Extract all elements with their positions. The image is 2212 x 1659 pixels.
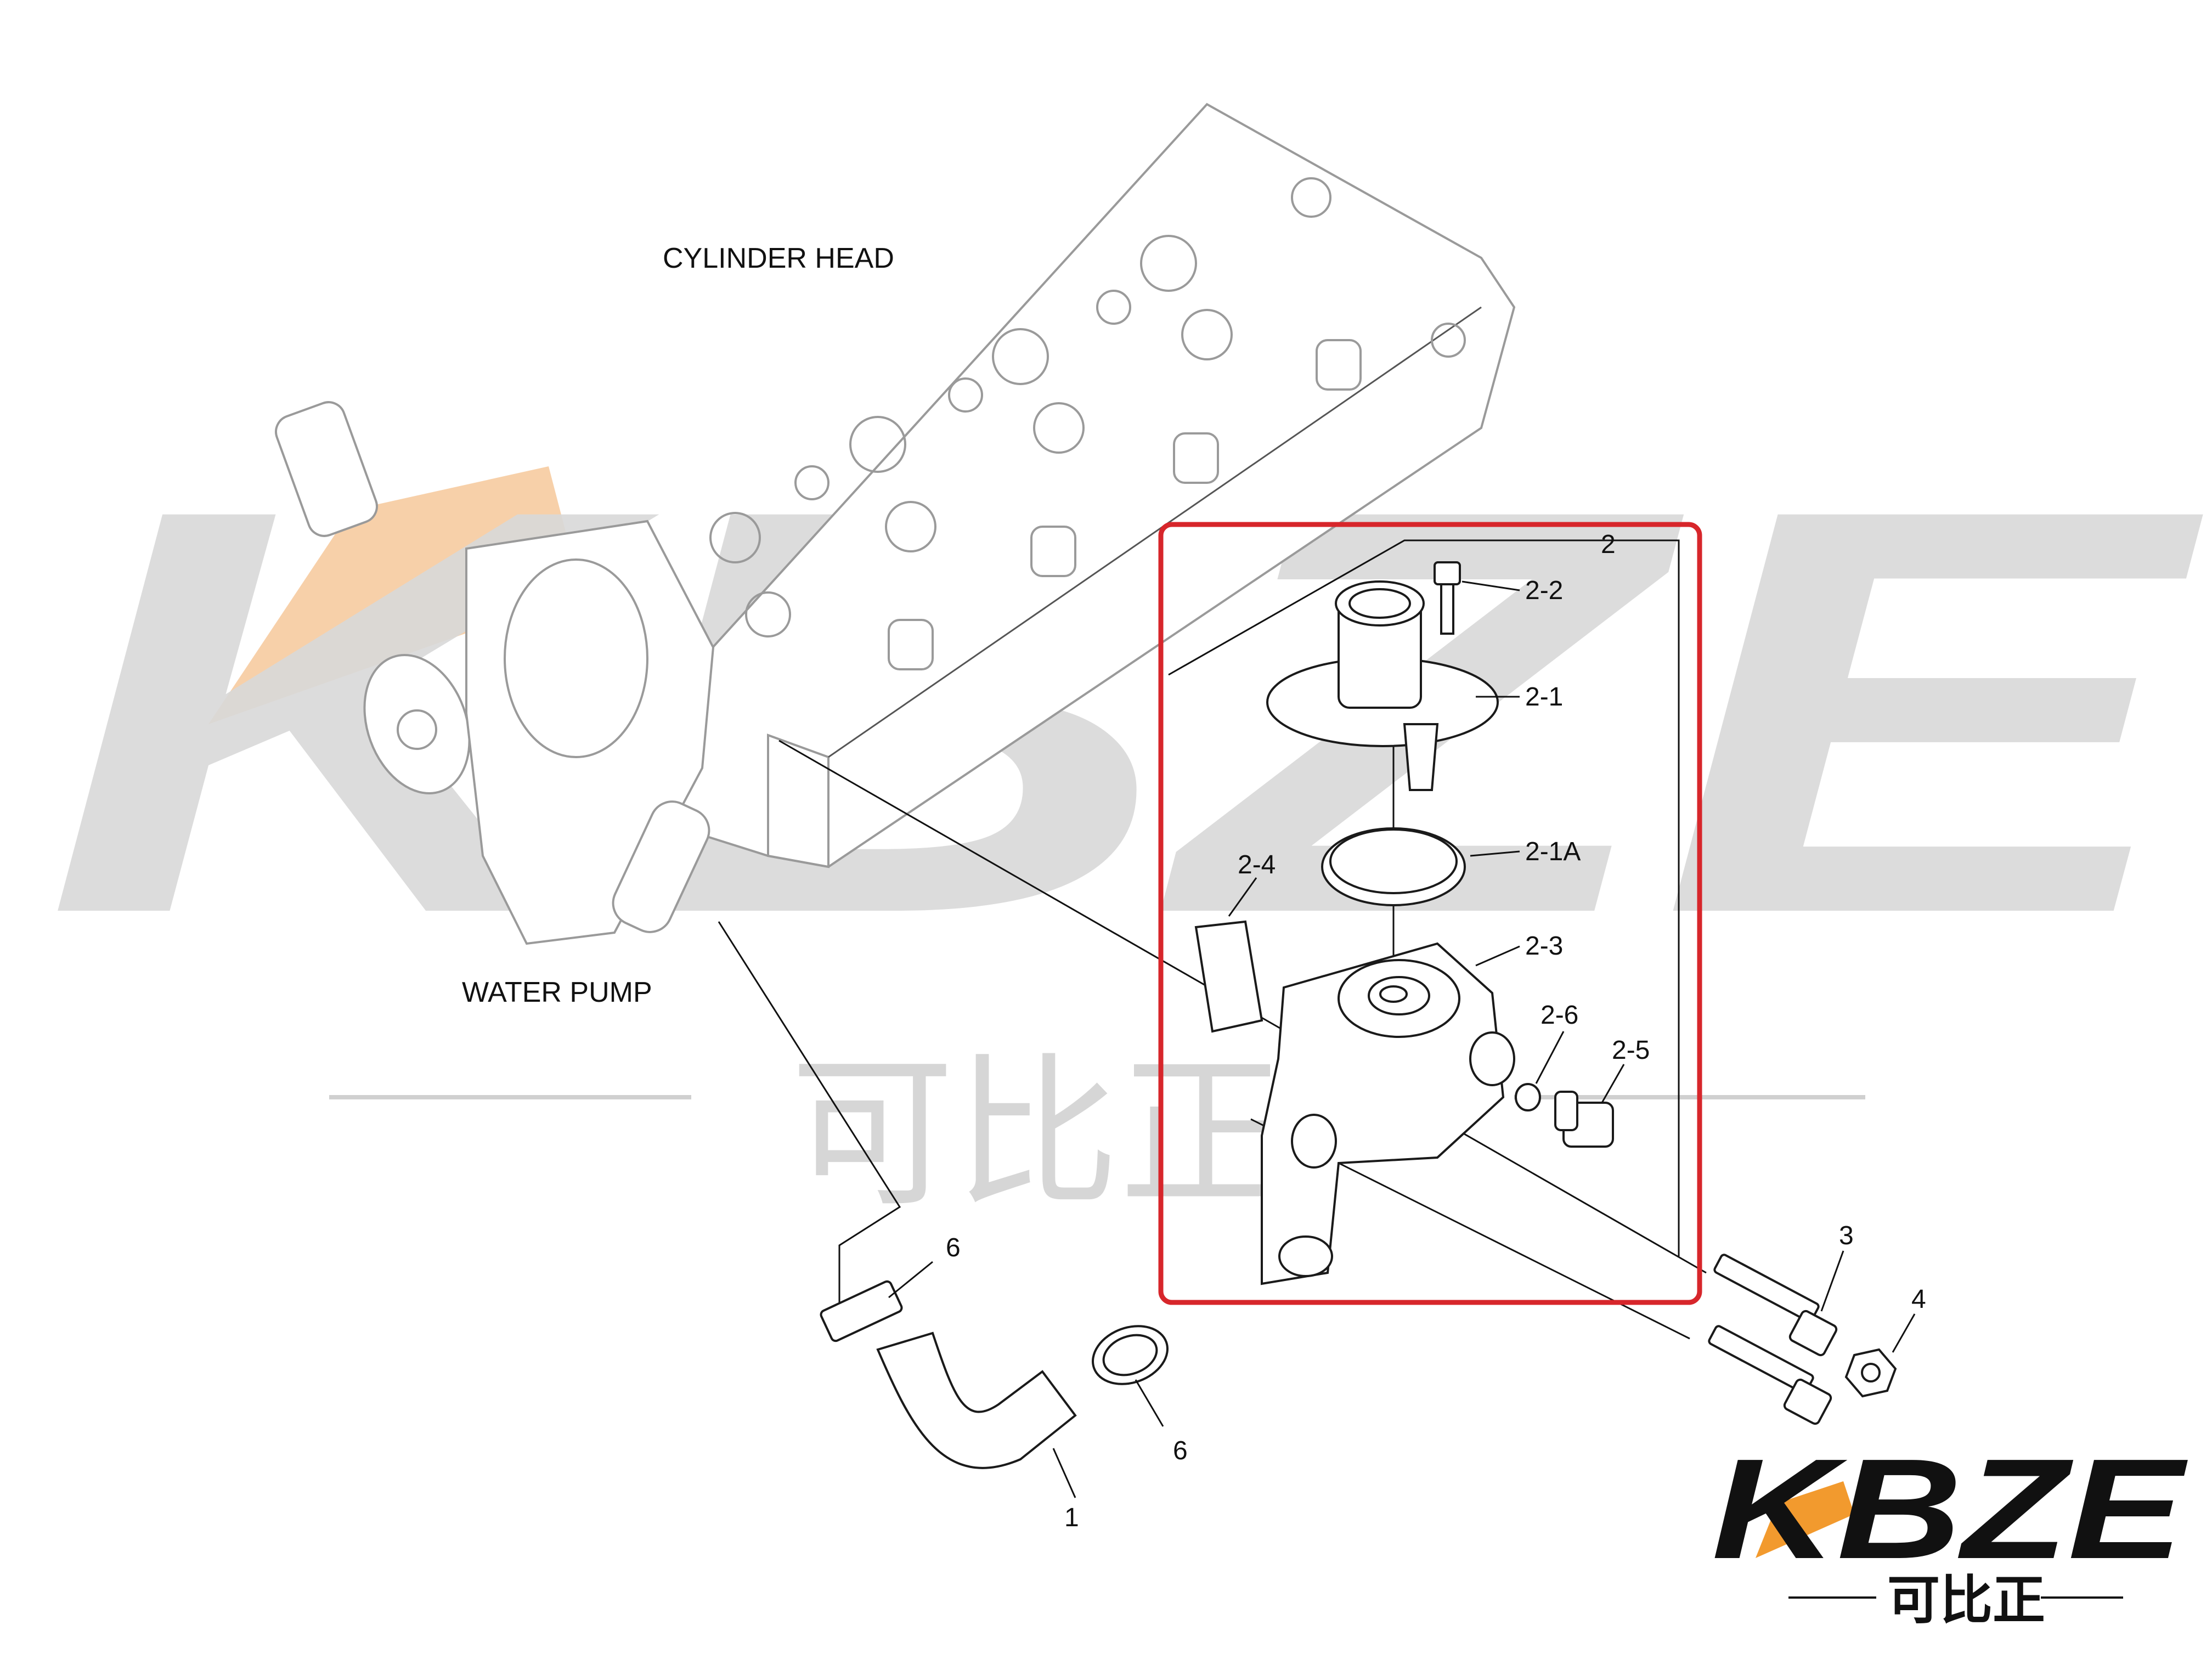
label-cylinder-head: CYLINDER HEAD [663,242,894,274]
callout-2-6: 2-6 [1541,1001,1578,1030]
clamp-6-upper [820,1280,903,1342]
bolt-lower [1708,1325,1832,1425]
callout-2-5: 2-5 [1612,1036,1650,1065]
highlight-box [1158,522,1702,1305]
bolt-2-2 [1434,561,1461,585]
bolt-3 [1713,1254,1838,1357]
cylinder-head-drawing [638,103,1516,868]
callout-6-lower: 6 [1173,1436,1188,1465]
logo-brand: KBZE [1712,1430,2190,1589]
callout-4: 4 [1911,1285,1926,1314]
brand-logo: KBZE 可比正 [1712,1430,2190,1631]
label-water-pump: WATER PUMP [462,977,652,1008]
leader-pump-to-hose [718,921,901,1317]
callout-1: 1 [1064,1503,1079,1532]
callout-2-1a: 2-1A [1525,837,1581,866]
thermostat-assembly [1194,561,1614,1285]
water-pump-drawing [275,401,715,945]
callout-2-4: 2-4 [1238,850,1276,879]
nut-4 [1844,1348,1897,1398]
callout-2-3: 2-3 [1525,932,1563,961]
housing-body-2-3 [1261,942,1505,1285]
callout-2: 2 [1601,530,1616,559]
callout-leaders [888,539,1916,1498]
hose-1 [876,1331,1077,1469]
clamp-6-lower [1092,1325,1169,1385]
logo-orange-chevron [1756,1481,1854,1558]
watermark-orange-accent [208,466,582,724]
gasket-2-4 [1194,920,1263,1033]
o-ring-2-6 [1515,1083,1541,1111]
watermark-chinese: 可比正 [790,1038,1284,1229]
logo-chinese: 可比正 [1887,1570,2045,1631]
callout-6-upper: 6 [946,1233,961,1262]
callout-2-1: 2-1 [1525,682,1563,712]
callout-3: 3 [1839,1221,1854,1250]
callout-2-2: 2-2 [1525,576,1563,605]
